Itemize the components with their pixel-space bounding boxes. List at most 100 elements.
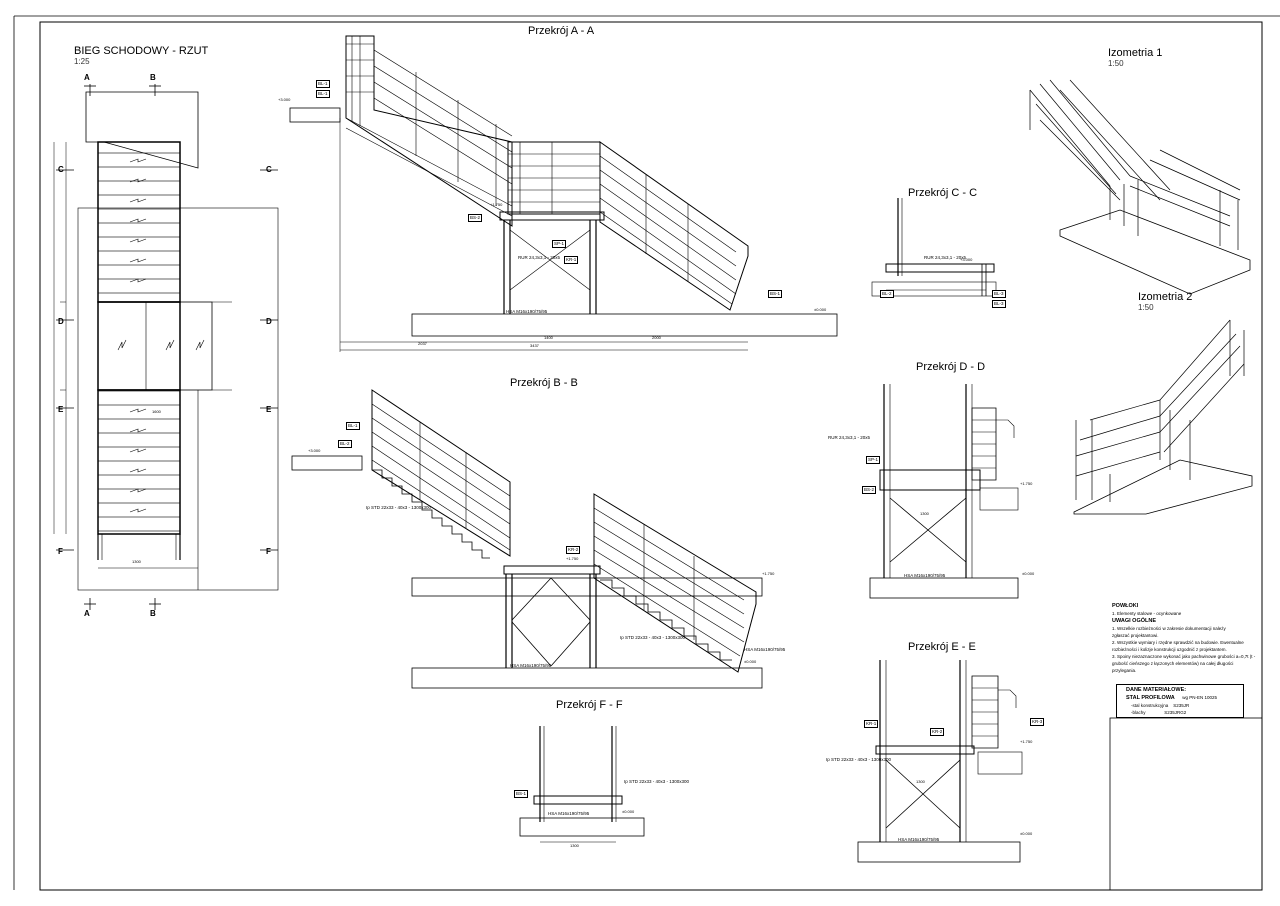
notes-general-1b: zgłaszać projektantowi. — [1112, 633, 1159, 638]
marker-d-left: D — [58, 317, 64, 326]
bb-hsa-2: HSA M16x190/75/95 — [744, 647, 786, 652]
notes-general-3c: przylegania. — [1112, 668, 1137, 673]
material-data-box — [1116, 684, 1244, 718]
ee-dim: 1300 — [916, 779, 925, 784]
section-ee-drawing — [857, 660, 1023, 863]
material-row-1: STAL PROFILOWA wg PN-EN 10025 — [1126, 695, 1217, 701]
plan-scale: 1:25 — [74, 57, 90, 66]
bb-hsa: HSA M16x190/75/95 — [510, 663, 552, 668]
aa-dim-3: 3437 — [530, 343, 539, 348]
dd-rur: RUR 24,3x3,1 - 20x5 — [828, 435, 871, 440]
cc-rur: RUR 24,3x3,1 - 20x5 — [924, 255, 967, 260]
marker-e-right: E — [266, 405, 272, 414]
marker-d-right: D — [266, 317, 272, 326]
section-dd-drawing — [869, 384, 1019, 599]
marker-e-left: E — [58, 405, 64, 414]
aa-tag-sp1: SP-1 — [552, 240, 567, 248]
bb-tag-bl1: BL-1 — [346, 422, 360, 430]
aa-tag-kr1: KR-1 — [564, 256, 579, 264]
dd-tag-bs2: BS-2 — [862, 486, 877, 494]
material-row-3: -blachy S235JRG2 — [1131, 710, 1187, 715]
plan-dim-width: 1300 — [132, 559, 141, 564]
section-ff-drawing — [519, 726, 645, 843]
notes-general-3: 3. Spoiny niezaznaczone wykonać jako pac… — [1112, 654, 1256, 659]
ff-level-zero: ±0.000 — [622, 809, 635, 814]
notes-general-2b: rozbieżności i kolizje konstrukcji uzgod… — [1112, 647, 1227, 652]
ee-tag-kr3: KR-3 — [1030, 718, 1045, 726]
sheet-border — [13, 15, 1280, 891]
cc-tag-bl2: BL-2 — [880, 290, 894, 298]
bb-level-mid: +1.750 — [566, 556, 579, 561]
isometry-1-scale: 1:50 — [1108, 59, 1124, 68]
material-heading: DANE MATERIAŁOWE: — [1126, 687, 1187, 693]
aa-level-mid: +1.750 — [490, 202, 503, 207]
isometry-1-drawing — [1029, 79, 1251, 295]
bb-level-zero: ±0.000 — [744, 659, 757, 664]
ee-level-zero: ±0.000 — [1020, 831, 1033, 836]
isometry-2-drawing — [1073, 319, 1253, 515]
bb-level-top: +3.000 — [308, 448, 321, 453]
section-aa-drawing — [289, 35, 838, 352]
section-bb-title: Przekrój B - B — [510, 377, 578, 389]
ff-tag-bs1: BS-1 — [514, 790, 529, 798]
ff-hsa: HSA M16x190/75/95 — [548, 811, 590, 816]
marker-a-top: A — [84, 73, 90, 82]
section-cc-drawing — [871, 198, 997, 297]
material-data: DANE MATERIAŁOWE: STAL PROFILOWA wg PN-E… — [1126, 686, 1217, 716]
aa-hsa: HSA M16x190/75/95 — [506, 309, 548, 314]
notes-general-2: 2. Wszystkie wymiary i rzędne sprawdzić … — [1112, 640, 1244, 645]
aa-dim-4: 2000 — [652, 335, 661, 340]
ee-tag-kr1: KR-1 — [864, 720, 879, 728]
bb-pret: Ip STD 22x33 - 40x3 - 1300x300 — [366, 505, 432, 510]
bb-tag-kr2: KR-2 — [566, 546, 581, 554]
notes-coatings-heading: POWŁOKI — [1112, 603, 1139, 609]
dd-dim: 1300 — [920, 511, 929, 516]
general-notes: POWŁOKI 1. Elementy stalowe - ocynkowane… — [1112, 602, 1255, 674]
bb-pret-2: Ip STD 22x33 - 40x3 - 1300x300 — [620, 635, 686, 640]
aa-dim-2: 1400 — [544, 335, 553, 340]
notes-general-heading: UWAGI OGÓLNE — [1112, 618, 1156, 624]
ff-pret: Ip STD 22x33 - 40x3 - 1300x300 — [624, 779, 690, 784]
ee-tag-kr2: KR-2 — [930, 728, 945, 736]
isometry-1-title: Izometria 1 — [1108, 47, 1163, 59]
section-dd-title: Przekrój D - D — [916, 361, 986, 373]
dd-level-mid: +1.750 — [1020, 481, 1033, 486]
plan-view — [53, 84, 279, 610]
plan-dim-landing: 1600 — [152, 409, 161, 414]
aa-rur: RUR 24,3x3,1 - 20x5 — [518, 255, 561, 260]
dd-hsa: HSA M16x190/75/95 — [904, 573, 946, 578]
isometry-2-title: Izometria 2 — [1138, 291, 1193, 303]
ee-level-mid: +1.750 — [1020, 739, 1033, 744]
isometry-2-scale: 1:50 — [1138, 303, 1154, 312]
ee-hsa: HSA M16x190/75/95 — [898, 837, 940, 842]
dd-tag-sp1: SP-1 — [866, 456, 881, 464]
section-ff-title: Przekrój F - F — [556, 699, 623, 711]
bb-tag-bl2: BL-2 — [338, 440, 352, 448]
aa-tag-bs2: BS-2 — [468, 214, 483, 222]
marker-c-left: C — [58, 165, 64, 174]
section-cc-title: Przekrój C - C — [908, 187, 978, 199]
dd-level-zero: ±0.000 — [1022, 571, 1035, 576]
section-bb-drawing — [291, 389, 763, 689]
bb-level-mid-r: +1.750 — [762, 571, 775, 576]
section-ee-title: Przekrój E - E — [908, 641, 976, 653]
ee-pret: Ip STD 22x33 - 40x3 - 1300x300 — [826, 757, 892, 762]
ff-dim: 1300 — [570, 843, 579, 848]
aa-tag-bl1: BL-1 — [316, 80, 330, 88]
notes-coatings-1: 1. Elementy stalowe - ocynkowane — [1112, 611, 1182, 616]
section-aa-title: Przekrój A - A — [528, 25, 595, 37]
notes-general-1: 1. Wszelkie rozbieżności w zakresie doku… — [1112, 626, 1226, 631]
marker-c-right: C — [266, 165, 272, 174]
cc-level: +3.000 — [960, 257, 973, 262]
material-row-2: -stal konstrukcyjna S235JR — [1131, 703, 1190, 708]
aa-tag-bs1: BS-1 — [768, 290, 783, 298]
plan-title: BIEG SCHODOWY - RZUT — [74, 45, 209, 57]
aa-level-zero: ±0.000 — [814, 307, 827, 312]
marker-b-top: B — [150, 73, 156, 82]
marker-f-right: F — [266, 547, 271, 556]
marker-b-bottom: B — [150, 609, 156, 618]
cc-tag-bl3b: BL-3 — [992, 300, 1006, 308]
cc-tag-bl3: BL-3 — [992, 290, 1006, 298]
notes-general-3b: grubość cieńszego z łączonych elementów)… — [1112, 661, 1234, 666]
